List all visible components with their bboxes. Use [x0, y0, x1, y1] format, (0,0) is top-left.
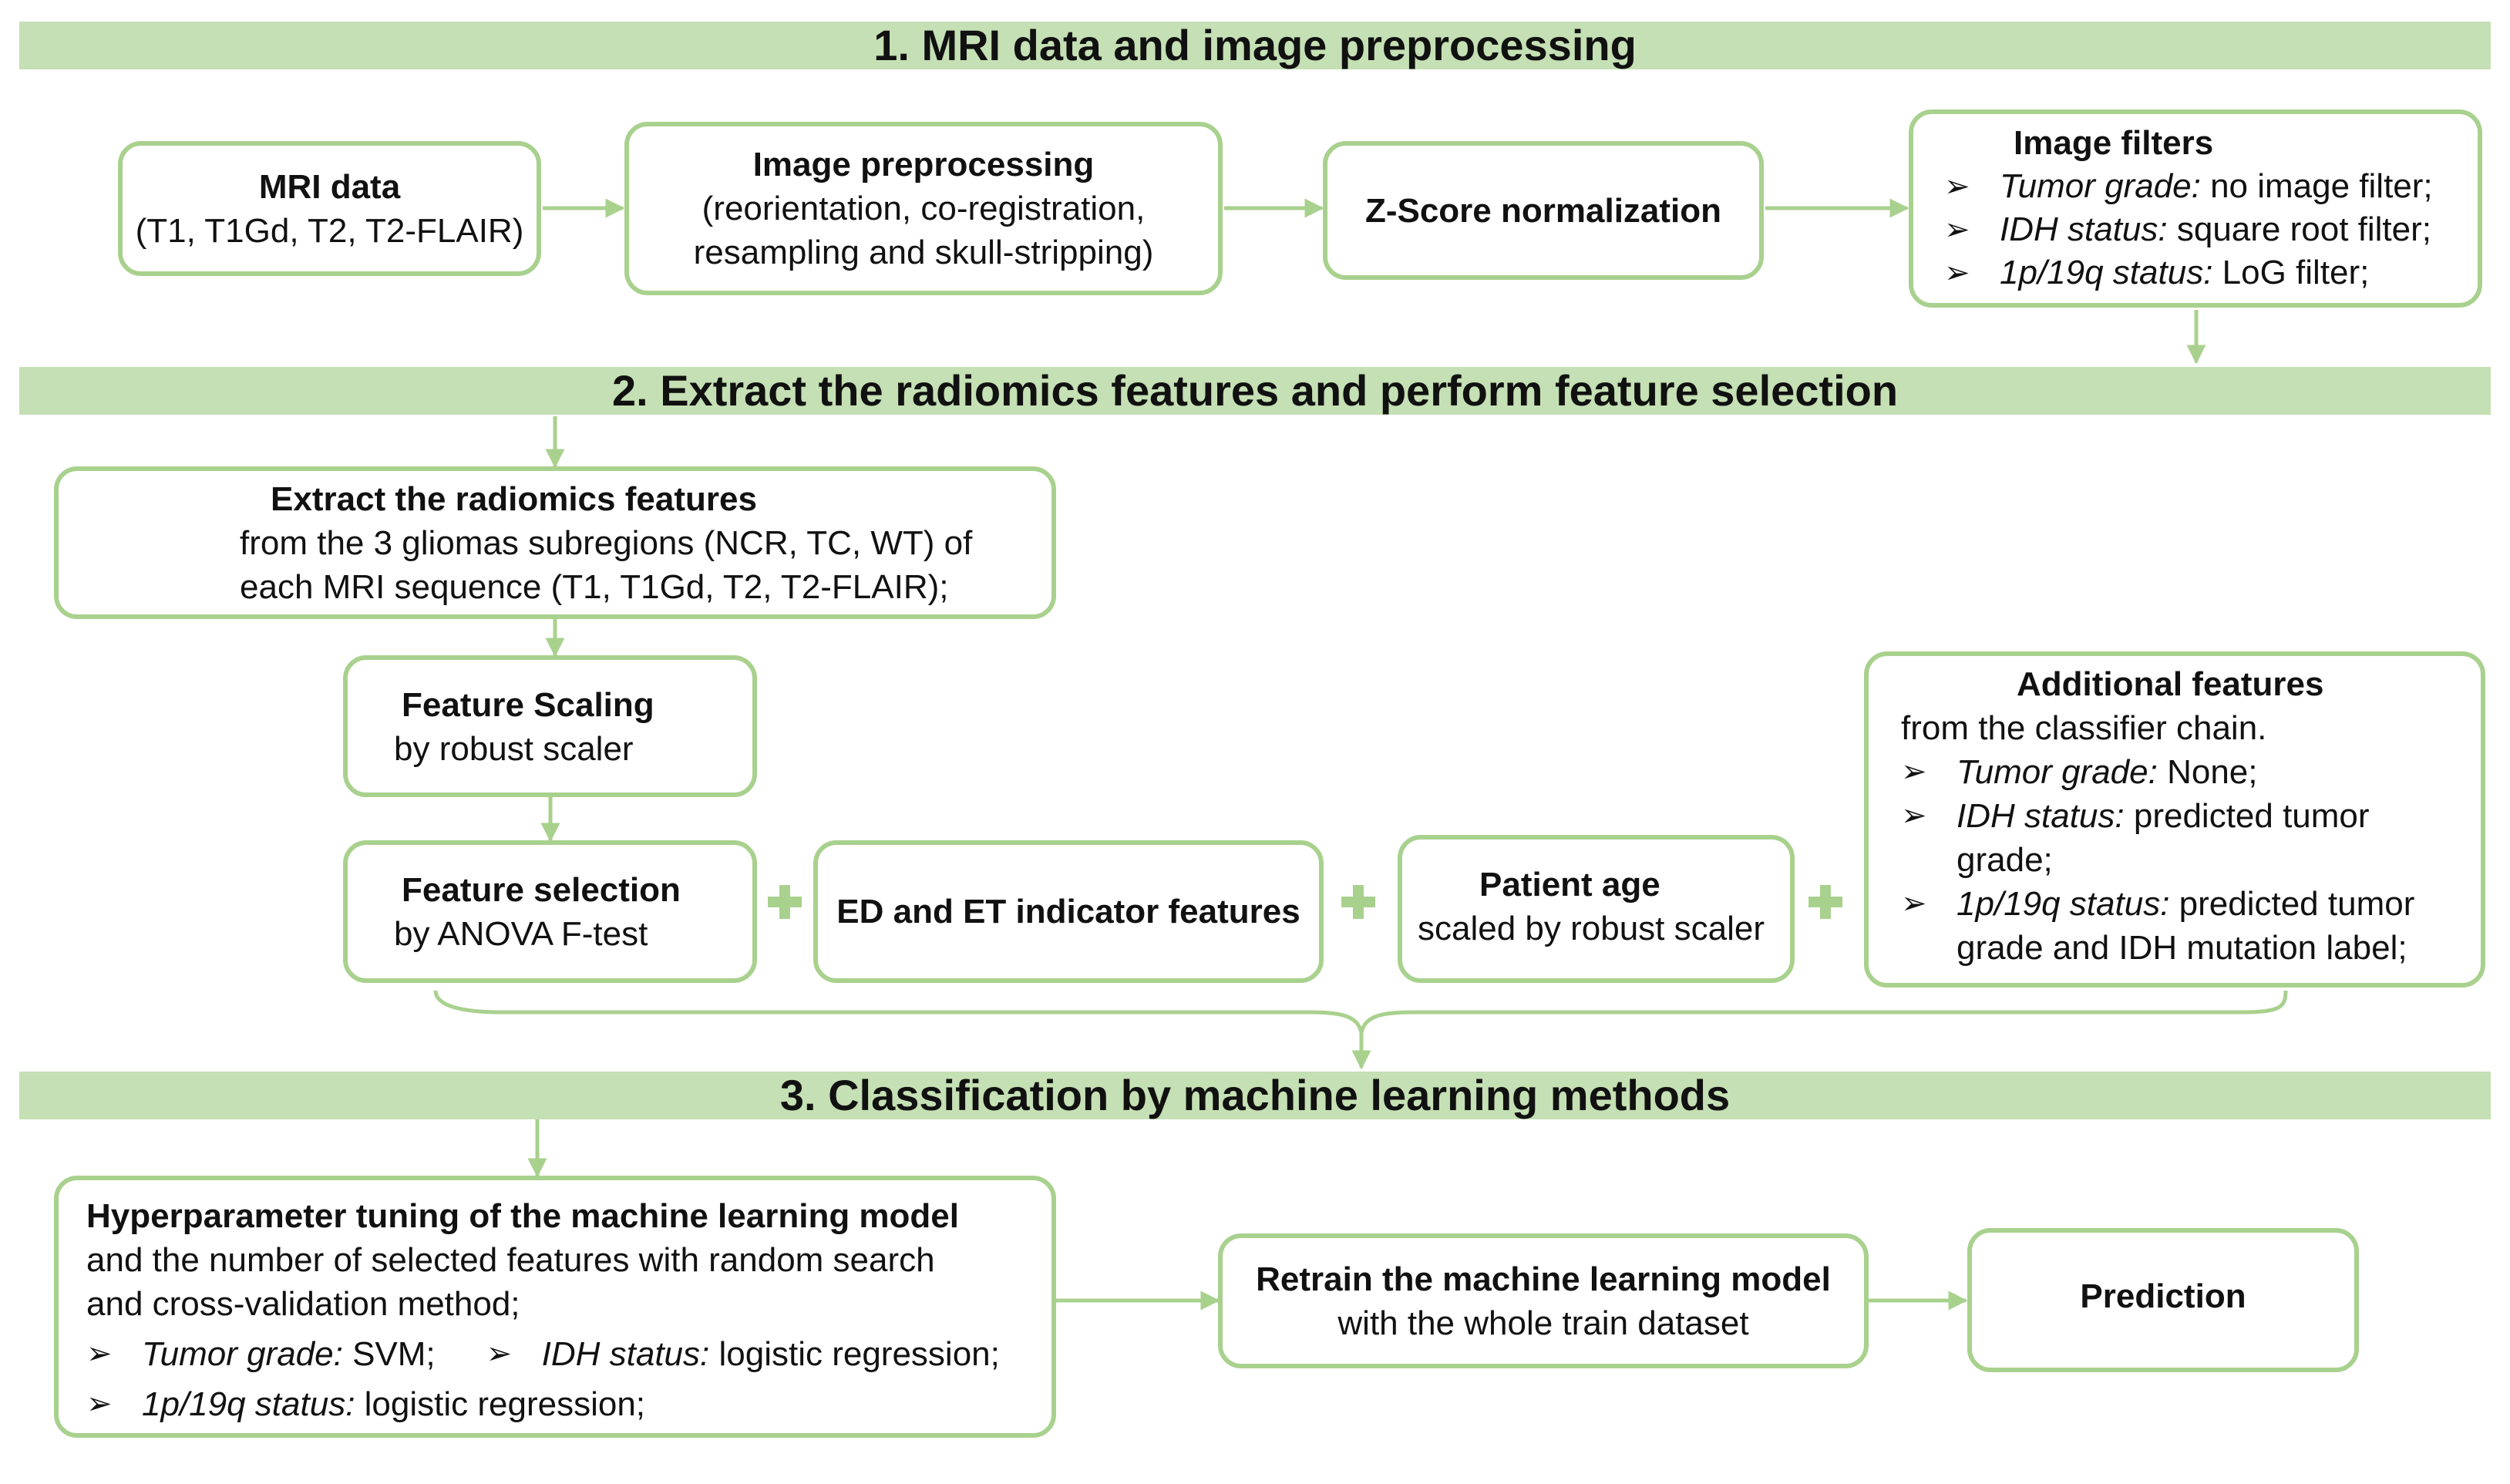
bullet-arrow-icon: ➢ [1944, 213, 1970, 247]
tuning-item-text: logistic regression; [709, 1335, 1000, 1373]
plus-icon [1808, 885, 1842, 919]
section-1-title: 1. MRI data and image preprocessing [873, 21, 1637, 69]
extract-features-title: Extract the radiomics features [271, 480, 757, 518]
feature-scaling-title: Feature Scaling [402, 686, 654, 724]
bullet-arrow-icon: ➢ [1901, 755, 1927, 789]
filter-item-1p19q-status: ➢ 1p/19q status: LoG filter; [1944, 251, 2467, 294]
image-preprocessing-title: Image preprocessing [752, 146, 1095, 183]
ed-et-indicator-box: ED and ET indicator features [813, 840, 1324, 983]
filter-item-text: square root filter; [2167, 210, 2431, 248]
prediction-box: Prediction [1967, 1228, 2359, 1372]
retrain-line: with the whole train dataset [1337, 1304, 1749, 1342]
image-preprocessing-line-1: (reorientation, co-registration, [702, 190, 1146, 227]
feature-selection-line: by ANOVA F-test [394, 915, 648, 953]
hyperparameter-tuning-title: Hyperparameter tuning of the machine lea… [86, 1197, 959, 1235]
additional-features-line: from the classifier chain. [1901, 709, 2267, 747]
additional-item-1p19q-status: ➢ 1p/19q status: predicted tumor grade a… [1901, 882, 2465, 970]
additional-features-box: Additional features from the classifier … [1864, 651, 2485, 988]
mri-data-title: MRI data [258, 167, 401, 206]
image-filters-box: Image filters ➢ Tumor grade: no image fi… [1909, 109, 2482, 308]
tuning-item-label: 1p/19q status: [142, 1385, 355, 1423]
additional-item-tumor-grade: ➢ Tumor grade: None; [1901, 750, 2465, 794]
tuning-item-label: IDH status: [541, 1335, 710, 1373]
retrain-box: Retrain the machine learning model with … [1218, 1233, 1869, 1368]
tuning-item-1p19q-status: ➢ 1p/19q status: logistic regression; [86, 1382, 1036, 1426]
bullet-arrow-icon: ➢ [86, 1337, 113, 1371]
additional-item-text: None; [2157, 753, 2258, 791]
image-preprocessing-line-2: resampling and skull-stripping) [693, 234, 1154, 271]
brace-merge [433, 990, 2288, 1034]
filter-item-label: 1p/19q status: [2000, 254, 2213, 291]
additional-item-idh-status: ➢ IDH status: predicted tumor grade; [1901, 794, 2465, 882]
section-3-banner: 3. Classification by machine learning me… [19, 1072, 2491, 1119]
filter-item-label: IDH status: [2000, 210, 2168, 248]
feature-scaling-box: Feature Scaling by robust scaler [343, 655, 757, 797]
additional-item-text: predicted tumor grade and IDH mutation l… [1957, 885, 2415, 967]
extract-features-box: Extract the radiomics features from the … [54, 466, 1056, 619]
extract-features-line-2: each MRI sequence (T1, T1Gd, T2, T2-FLAI… [240, 568, 949, 606]
feature-scaling-line: by robust scaler [394, 730, 634, 768]
image-preprocessing-box: Image preprocessing (reorientation, co-r… [624, 122, 1223, 295]
patient-age-title: Patient age [1479, 866, 1660, 904]
filter-item-tumor-grade: ➢ Tumor grade: no image filter; [1944, 165, 2467, 208]
zscore-title: Z-Score normalization [1364, 191, 1722, 230]
zscore-box: Z-Score normalization [1323, 141, 1764, 280]
bullet-arrow-icon: ➢ [1901, 887, 1927, 920]
tuning-item-text: logistic regression; [355, 1385, 646, 1423]
ed-et-indicator-title: ED and ET indicator features [836, 893, 1300, 930]
filter-item-text: no image filter; [2200, 167, 2433, 205]
bullet-arrow-icon: ➢ [1944, 256, 1970, 290]
filter-item-idh-status: ➢ IDH status: square root filter; [1944, 208, 2467, 251]
extract-features-line-1: from the 3 gliomas subregions (NCR, TC, … [240, 524, 973, 562]
plus-icon [768, 885, 802, 919]
section-3-title: 3. Classification by machine learning me… [779, 1071, 1731, 1119]
bullet-arrow-icon: ➢ [1901, 799, 1927, 833]
additional-item-label: IDH status: [1957, 797, 2125, 835]
image-filters-title: Image filters [2014, 124, 2214, 162]
mri-data-line: (T1, T1Gd, T2, T2-FLAIR) [135, 211, 524, 250]
tuning-items-row: ➢ Tumor grade: SVM; ➢ IDH status: logist… [86, 1332, 1036, 1376]
additional-item-label: 1p/19q status: [1957, 885, 2170, 923]
feature-selection-box: Feature selection by ANOVA F-test [343, 840, 757, 983]
tuning-item-label: Tumor grade: [142, 1335, 343, 1373]
patient-age-box: Patient age scaled by robust scaler [1398, 835, 1795, 983]
section-2-title: 2. Extract the radiomics features and pe… [611, 366, 1899, 415]
section-2-banner: 2. Extract the radiomics features and pe… [19, 367, 2491, 415]
patient-age-line: scaled by robust scaler [1418, 910, 1765, 947]
filter-item-label: Tumor grade: [2000, 167, 2201, 205]
hyperparameter-tuning-box: Hyperparameter tuning of the machine lea… [54, 1176, 1056, 1438]
hyperparameter-tuning-line-1: and the number of selected features with… [86, 1241, 935, 1279]
additional-features-title: Additional features [2017, 665, 2324, 703]
plus-icon [1341, 885, 1375, 919]
retrain-title: Retrain the machine learning model [1256, 1260, 1831, 1298]
feature-selection-title: Feature selection [402, 871, 681, 909]
tuning-item-tumor-grade: ➢ Tumor grade: SVM; [86, 1332, 436, 1376]
mri-data-box: MRI data (T1, T1Gd, T2, T2-FLAIR) [118, 141, 541, 276]
bullet-arrow-icon: ➢ [86, 1387, 113, 1421]
tuning-item-idh-status: ➢ IDH status: logistic regression; [486, 1332, 1000, 1376]
hyperparameter-tuning-line-2: and cross-validation method; [86, 1285, 520, 1323]
bullet-arrow-icon: ➢ [486, 1337, 513, 1371]
additional-item-label: Tumor grade: [1957, 753, 2158, 791]
tuning-item-text: SVM; [342, 1335, 436, 1373]
prediction-title: Prediction [2080, 1277, 2246, 1315]
additional-item-text: predicted tumor grade; [1957, 797, 2370, 879]
section-1-banner: 1. MRI data and image preprocessing [19, 22, 2491, 69]
filter-item-text: LoG filter; [2212, 254, 2370, 291]
bullet-arrow-icon: ➢ [1944, 170, 1970, 204]
